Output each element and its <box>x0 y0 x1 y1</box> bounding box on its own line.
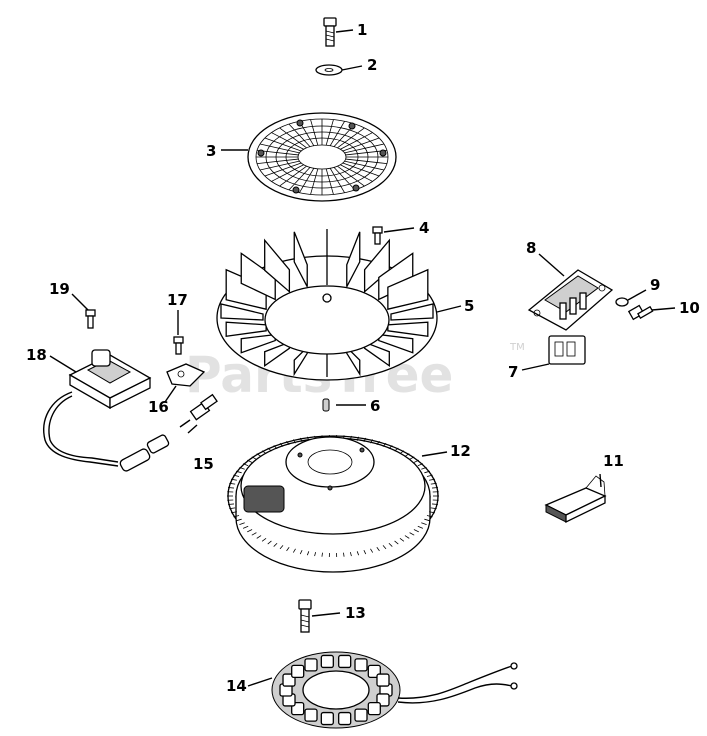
part-10-screw[interactable] <box>627 304 654 321</box>
part-5-fan[interactable] <box>216 229 438 381</box>
part-8-regulator[interactable] <box>527 269 614 331</box>
part-17-screw[interactable] <box>173 336 184 355</box>
part-19-screw[interactable] <box>85 309 96 329</box>
callout-13: 13 <box>345 604 366 622</box>
part-15-spark-plug[interactable] <box>179 393 218 428</box>
part-3-screen[interactable] <box>247 112 397 202</box>
callout-7: 7 <box>508 363 518 381</box>
part-4-screw[interactable] <box>372 226 383 245</box>
part-11-rectifier[interactable] <box>544 475 607 524</box>
part-6-key[interactable] <box>322 398 330 412</box>
part-18-ignition-coil[interactable] <box>43 349 170 472</box>
callout-4: 4 <box>419 219 429 237</box>
leader-lines <box>49 29 676 687</box>
callout-16: 16 <box>148 398 169 416</box>
callout-9: 9 <box>650 276 660 294</box>
part-2-washer[interactable] <box>315 64 343 76</box>
callout-15: 15 <box>193 455 214 473</box>
callout-5: 5 <box>464 297 474 315</box>
callout-2: 2 <box>367 56 377 74</box>
watermark-trademark: TM <box>509 342 525 353</box>
callout-12: 12 <box>450 442 471 460</box>
callout-17: 17 <box>167 291 188 309</box>
callout-6: 6 <box>370 397 380 415</box>
part-12-flywheel[interactable] <box>227 435 439 573</box>
part-13-bolt[interactable] <box>298 599 312 633</box>
callout-19: 19 <box>49 280 70 298</box>
part-1-bolt[interactable] <box>323 17 337 47</box>
callout-3: 3 <box>206 142 216 160</box>
callout-1: 1 <box>357 21 367 39</box>
callout-14: 14 <box>226 677 247 695</box>
callout-10: 10 <box>679 299 700 317</box>
part-7-connector[interactable] <box>548 335 586 365</box>
callout-11: 11 <box>603 452 624 470</box>
callout-18: 18 <box>26 346 47 364</box>
part-14-stator[interactable] <box>271 651 518 729</box>
callout-labels: 1 2 3 4 5 6 7 8 9 10 11 12 13 14 15 16 1… <box>26 21 700 695</box>
callout-8: 8 <box>526 239 536 257</box>
part-16-clip[interactable] <box>166 363 206 387</box>
part-9-lockwasher[interactable] <box>615 297 629 307</box>
